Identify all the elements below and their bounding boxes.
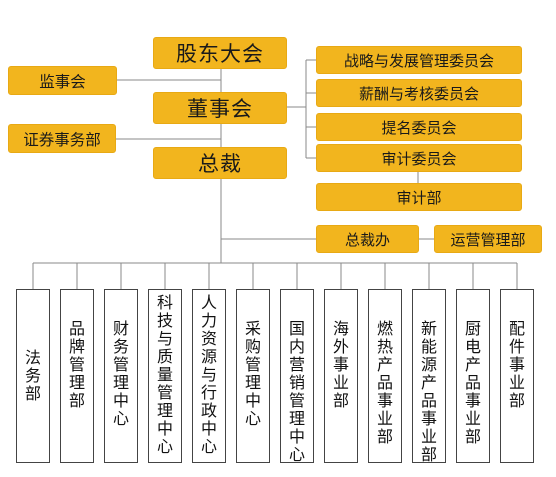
dept-label: 品牌管理部 xyxy=(69,319,86,410)
dept-label: 新能源产品事业部 xyxy=(421,319,438,464)
operations-management-box: 运营管理部 xyxy=(434,225,542,253)
dept-accessories: 配件事业部 xyxy=(500,289,534,463)
dept-procurement: 采购管理中心 xyxy=(236,289,270,463)
dept-label: 财务管理中心 xyxy=(113,319,130,428)
president-box: 总裁 xyxy=(153,147,287,179)
dept-label: 国内营销管理中心 xyxy=(289,319,306,464)
compensation-committee-box: 薪酬与考核委员会 xyxy=(316,79,522,107)
dept-brand: 品牌管理部 xyxy=(60,289,94,463)
supervisory-board-box: 监事会 xyxy=(8,66,117,95)
dept-label: 海外事业部 xyxy=(333,319,350,410)
dept-technology-quality: 科技与质量管理中心 xyxy=(148,289,182,463)
securities-affairs-box: 证券事务部 xyxy=(8,124,116,153)
president-office-box: 总裁办 xyxy=(316,225,419,253)
audit-committee-box: 审计委员会 xyxy=(316,144,522,172)
dept-gas-heating: 燃热产品事业部 xyxy=(368,289,402,463)
dept-label: 法务部 xyxy=(25,348,42,403)
dept-label: 人力资源与行政中心 xyxy=(201,293,218,456)
audit-department-box: 审计部 xyxy=(316,183,522,211)
dept-legal: 法务部 xyxy=(16,289,50,463)
board-of-directors-box: 董事会 xyxy=(153,92,287,124)
dept-label: 配件事业部 xyxy=(509,319,526,410)
dept-label: 采购管理中心 xyxy=(245,319,262,428)
dept-label: 燃热产品事业部 xyxy=(377,319,394,446)
dept-new-energy: 新能源产品事业部 xyxy=(412,289,446,464)
dept-label: 科技与质量管理中心 xyxy=(157,293,174,456)
nomination-committee-box: 提名委员会 xyxy=(316,113,522,141)
dept-overseas: 海外事业部 xyxy=(324,289,358,463)
dept-label: 厨电产品事业部 xyxy=(465,319,482,446)
shareholders-meeting-box: 股东大会 xyxy=(153,37,287,69)
dept-hr-admin: 人力资源与行政中心 xyxy=(192,289,226,463)
dept-domestic-marketing: 国内营销管理中心 xyxy=(280,289,314,464)
dept-kitchen-appliance: 厨电产品事业部 xyxy=(456,289,490,463)
dept-finance: 财务管理中心 xyxy=(104,289,138,463)
strategy-committee-box: 战略与发展管理委员会 xyxy=(316,46,522,74)
